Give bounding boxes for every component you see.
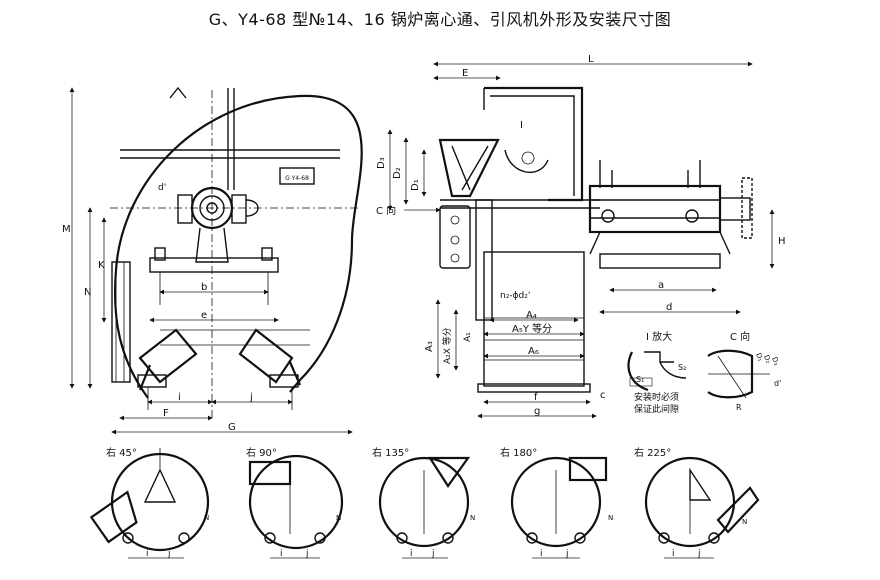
svg-text:n₂-ϕd₂': n₂-ϕd₂' (500, 291, 530, 301)
svg-text:d': d' (158, 183, 166, 193)
svg-text:E: E (462, 68, 468, 79)
svg-text:A₄: A₄ (526, 310, 537, 321)
svg-text:Ⅰ 放大: Ⅰ 放大 (646, 330, 672, 343)
svg-text:R: R (736, 403, 742, 412)
front-view: G Y4-68 M N K b e i (62, 86, 363, 435)
svg-text:j: j (305, 549, 309, 559)
svg-text:M: M (62, 224, 71, 235)
svg-text:j: j (167, 549, 171, 559)
svg-text:D₁: D₁ (754, 352, 764, 363)
svg-text:G: G (228, 422, 236, 433)
svg-text:D₂: D₂ (762, 354, 772, 365)
svg-text:D₃: D₃ (770, 356, 780, 367)
svg-text:S₂: S₂ (678, 363, 686, 372)
svg-text:右 90°: 右 90° (246, 446, 277, 459)
svg-text:安装时必须: 安装时必须 (634, 391, 679, 403)
svg-text:L: L (588, 54, 594, 65)
svg-text:i: i (178, 392, 181, 403)
svg-text:i: i (410, 549, 413, 559)
svg-text:D₁: D₁ (410, 179, 421, 191)
svg-text:N: N (84, 287, 91, 298)
variant-right-225: 右 225° i j N (634, 446, 760, 559)
svg-text:C 向: C 向 (376, 204, 396, 217)
base-frame (149, 257, 279, 273)
svg-text:N: N (470, 514, 475, 522)
svg-text:c: c (600, 390, 606, 401)
detail-I: Ⅰ 放大 S₁ S₂ 安装时必须 保证此间隙 (627, 330, 686, 415)
side-view: L E I (376, 54, 786, 419)
svg-text:K: K (98, 260, 105, 271)
svg-text:D₃: D₃ (376, 157, 387, 169)
svg-text:j: j (431, 549, 435, 559)
svg-text:i: i (280, 549, 283, 559)
variant-right-135: 右 135° i j N (372, 446, 475, 559)
svg-text:j: j (249, 392, 253, 403)
variant-right-90: 右 90° i j N (246, 446, 344, 559)
svg-text:D₂: D₂ (392, 167, 403, 179)
variant-right-45: 右 45° i j N (89, 446, 209, 559)
svg-text:N: N (608, 514, 613, 522)
svg-text:N: N (742, 518, 747, 526)
svg-text:A₁: A₁ (463, 332, 473, 342)
svg-text:右 45°: 右 45° (106, 446, 137, 459)
svg-text:j: j (697, 549, 701, 559)
svg-text:A₅Y 等分: A₅Y 等分 (512, 322, 552, 335)
svg-text:S₁: S₁ (636, 375, 644, 384)
svg-text:N: N (336, 514, 341, 522)
variant-right-180: 右 180° i j N (500, 446, 613, 559)
svg-text:N: N (204, 514, 209, 522)
svg-text:F: F (163, 408, 169, 419)
svg-text:j: j (565, 549, 569, 559)
svg-text:f: f (534, 392, 538, 403)
svg-text:右 225°: 右 225° (634, 446, 671, 459)
svg-text:A₆: A₆ (528, 346, 539, 357)
svg-text:d': d' (774, 379, 781, 388)
svg-text:右 180°: 右 180° (500, 446, 537, 459)
nameplate-text: G Y4-68 (285, 175, 309, 182)
svg-text:C 向: C 向 (730, 330, 750, 343)
svg-text:保证此间隙: 保证此间隙 (634, 403, 679, 415)
page-title: G、Y4-68 型№14、16 锅炉离心通、引风机外形及安装尺寸图 (208, 10, 672, 29)
svg-text:H: H (778, 236, 786, 247)
svg-text:d: d (666, 302, 672, 313)
svg-text:i: i (146, 549, 149, 559)
svg-text:a: a (658, 280, 664, 291)
svg-text:A₂X 等分: A₂X 等分 (441, 327, 453, 364)
svg-text:g: g (534, 406, 540, 417)
svg-text:i: i (672, 549, 675, 559)
svg-text:e: e (201, 310, 207, 321)
svg-text:i: i (540, 549, 543, 559)
volute-casing (113, 94, 363, 399)
svg-text:b: b (201, 282, 207, 293)
detail-C: C 向 D₁ D₂ D₃ d' R (707, 330, 781, 412)
svg-text:A₃: A₃ (424, 341, 435, 352)
svg-text:右 135°: 右 135° (372, 446, 409, 459)
svg-text:I: I (520, 120, 523, 131)
